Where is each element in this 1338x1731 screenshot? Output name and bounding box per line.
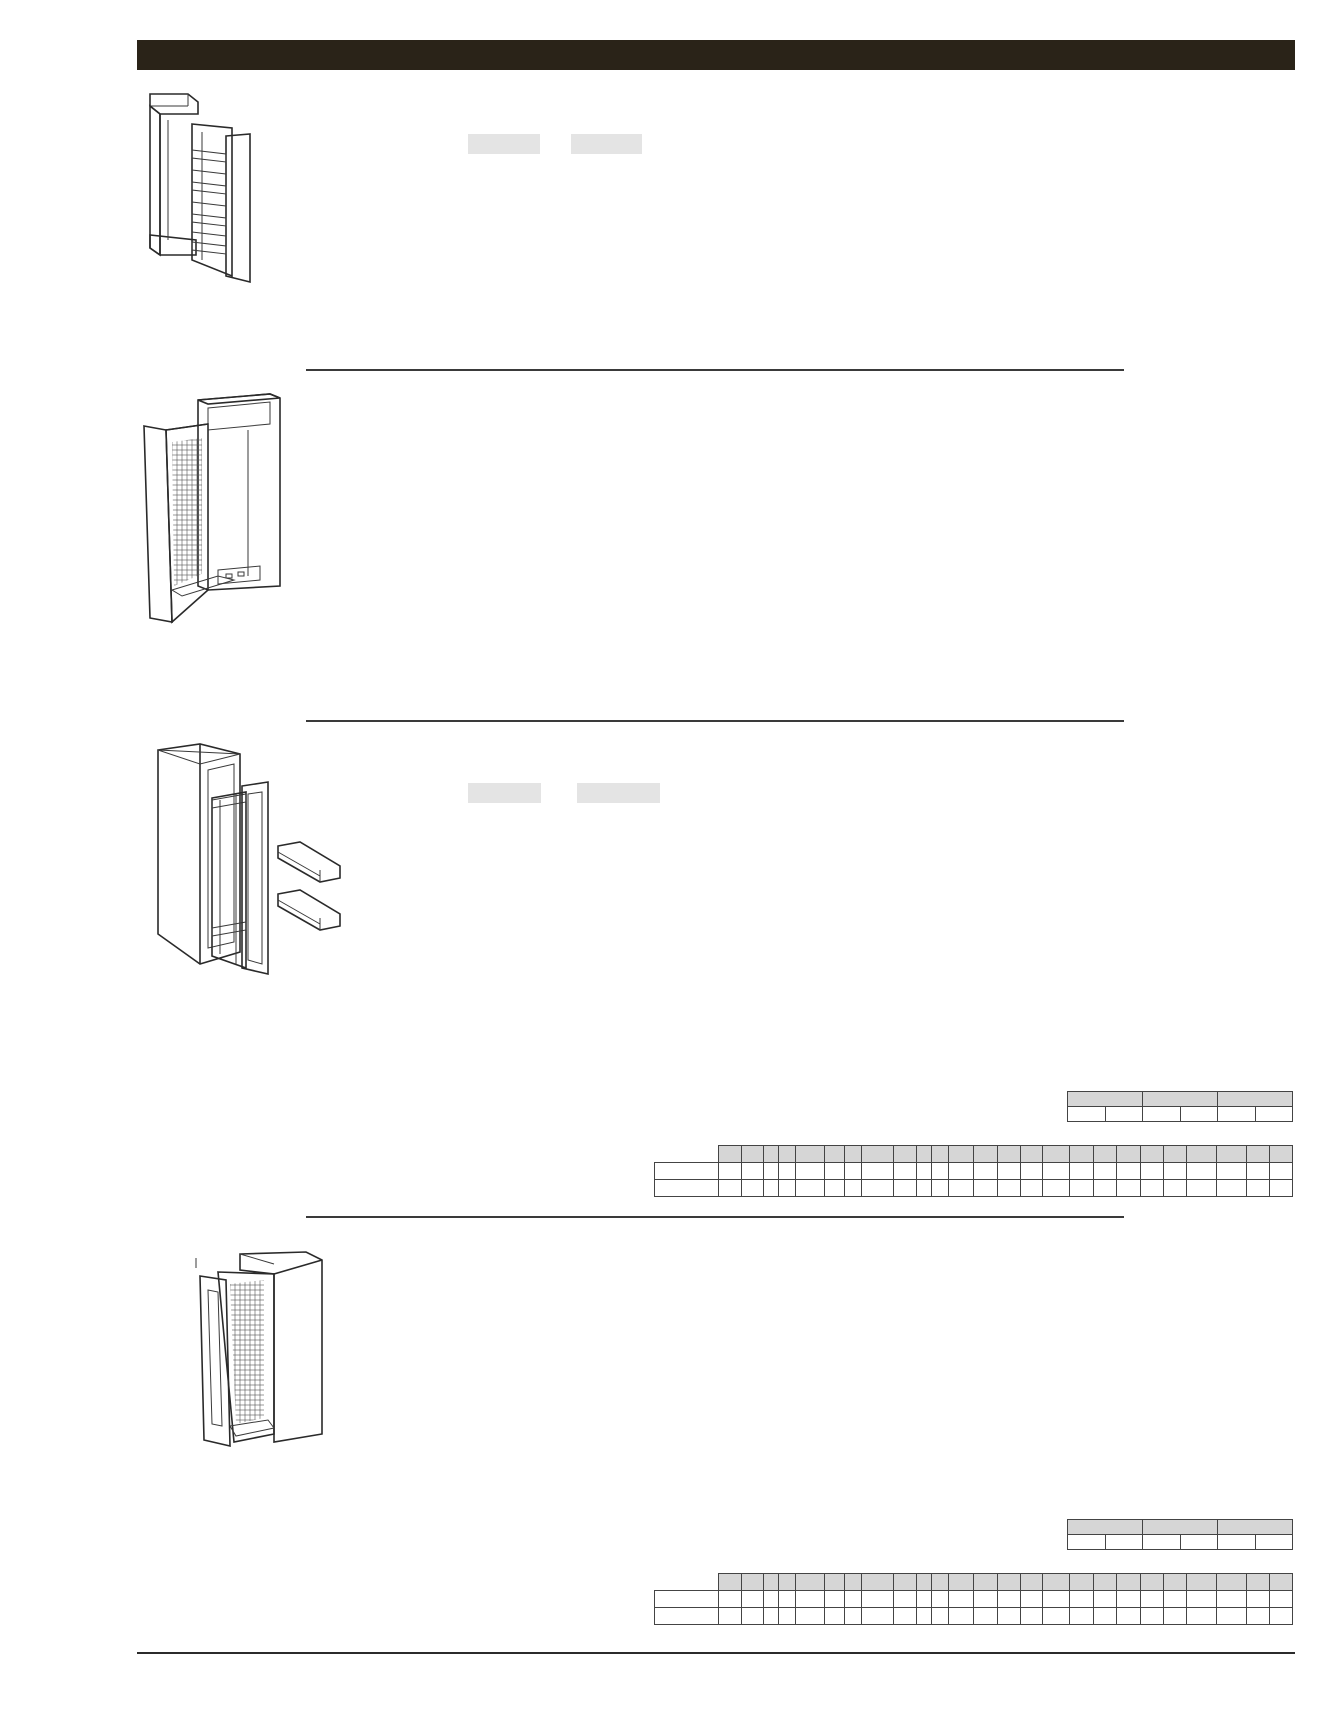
grid-header-cell — [1020, 1145, 1043, 1163]
row-label-cell — [654, 1590, 719, 1608]
grid-header-cell — [741, 1145, 764, 1163]
grid-header-cell — [947, 1573, 975, 1591]
pricing-grid-table-2 — [654, 1573, 1293, 1625]
grid-header-cell — [1092, 1145, 1118, 1163]
table-row — [654, 1162, 1293, 1180]
spec-chip-1a — [468, 134, 540, 154]
grid-header-cell — [777, 1573, 796, 1591]
header-sub-cell — [1104, 1106, 1143, 1122]
grid-header-cell — [1246, 1145, 1271, 1163]
pricing-grid-table-1 — [654, 1145, 1293, 1197]
table-row — [654, 1607, 1293, 1625]
grid-header-cell — [1269, 1573, 1293, 1591]
header-sub-cell — [1067, 1534, 1106, 1550]
grid-header-cell — [996, 1573, 1022, 1591]
header-sub-cell — [1217, 1106, 1256, 1122]
header-group-cell — [1142, 1091, 1218, 1107]
row-label-cell — [654, 1162, 719, 1180]
grid-header-cell — [1139, 1573, 1164, 1591]
table-row — [654, 1179, 1293, 1197]
grid-header-cell — [717, 1573, 743, 1591]
grid-header-cell — [762, 1573, 779, 1591]
grid-header-cell — [1092, 1573, 1118, 1591]
grid-header-cell — [915, 1573, 932, 1591]
grid-header-cell — [930, 1145, 949, 1163]
tall-pullout-cabinet-with-trays-icon — [150, 742, 345, 977]
grid-header-cell — [973, 1573, 998, 1591]
grid-header-cell — [824, 1145, 845, 1163]
grid-header-cell — [1116, 1573, 1141, 1591]
table-row — [654, 1590, 1293, 1608]
header-group-cell — [1067, 1519, 1143, 1535]
grid-header-cell — [892, 1573, 917, 1591]
grid-corner-cell — [655, 1574, 719, 1591]
grid-header-cell — [1069, 1145, 1094, 1163]
header-sub-cell — [1217, 1534, 1256, 1550]
grid-header-cell — [843, 1573, 862, 1591]
grid-corner-cell — [655, 1146, 719, 1163]
header-sub-cell — [1179, 1534, 1218, 1550]
section-divider-3 — [306, 1216, 1124, 1218]
header-sub-cell — [1104, 1534, 1143, 1550]
row-label-cell — [654, 1179, 719, 1197]
grid-header-cell — [843, 1145, 862, 1163]
pullout-cabinet-with-shelves-icon — [148, 90, 258, 285]
grid-header-cell — [1216, 1145, 1248, 1163]
dimension-header-table-2 — [1067, 1519, 1293, 1550]
grid-header-cell — [1139, 1145, 1164, 1163]
grid-header-cell — [1162, 1573, 1188, 1591]
pullout-cabinet-with-pegboard-icon — [142, 390, 287, 625]
grid-header-cell — [794, 1573, 826, 1591]
header-group-cell — [1217, 1519, 1293, 1535]
grid-header-cell — [930, 1573, 949, 1591]
grid-header-cell — [1246, 1573, 1271, 1591]
section-divider-2 — [306, 720, 1124, 722]
grid-header-cell — [915, 1145, 932, 1163]
spec-chip-3b — [577, 783, 660, 803]
grid-header-cell — [973, 1145, 998, 1163]
grid-header-cell — [777, 1145, 796, 1163]
header-sub-cell — [1142, 1534, 1181, 1550]
grid-header-cell — [1041, 1145, 1071, 1163]
header-group-cell — [1067, 1091, 1143, 1107]
header-group-cell — [1217, 1091, 1293, 1107]
header-sub-cell — [1254, 1106, 1293, 1122]
header-group-cell — [1142, 1519, 1218, 1535]
pullout-cabinet-with-door-icon — [190, 1250, 330, 1450]
header-bar — [137, 40, 1295, 70]
grid-header-cell — [1020, 1573, 1043, 1591]
spec-chip-1b — [571, 134, 642, 154]
grid-header-cell — [717, 1145, 743, 1163]
grid-header-cell — [1041, 1573, 1071, 1591]
grid-header-cell — [794, 1145, 826, 1163]
spec-chip-3a — [468, 783, 541, 803]
grid-header-cell — [1216, 1573, 1248, 1591]
grid-header-cell — [762, 1145, 779, 1163]
grid-header-cell — [1186, 1573, 1218, 1591]
grid-header-cell — [996, 1145, 1022, 1163]
footer-rule — [137, 1652, 1295, 1654]
grid-header-cell — [860, 1145, 894, 1163]
dimension-header-table-1 — [1067, 1091, 1293, 1122]
section-divider-1 — [306, 369, 1124, 371]
grid-header-cell — [1069, 1573, 1094, 1591]
grid-header-cell — [860, 1573, 894, 1591]
header-sub-cell — [1142, 1106, 1181, 1122]
grid-header-cell — [1186, 1145, 1218, 1163]
row-label-cell — [654, 1607, 719, 1625]
grid-header-cell — [741, 1573, 764, 1591]
grid-header-cell — [892, 1145, 917, 1163]
grid-header-cell — [1116, 1145, 1141, 1163]
grid-header-cell — [1162, 1145, 1188, 1163]
header-sub-cell — [1254, 1534, 1293, 1550]
header-sub-cell — [1179, 1106, 1218, 1122]
grid-header-cell — [1269, 1145, 1293, 1163]
grid-header-cell — [947, 1145, 975, 1163]
grid-header-cell — [824, 1573, 845, 1591]
header-sub-cell — [1067, 1106, 1106, 1122]
